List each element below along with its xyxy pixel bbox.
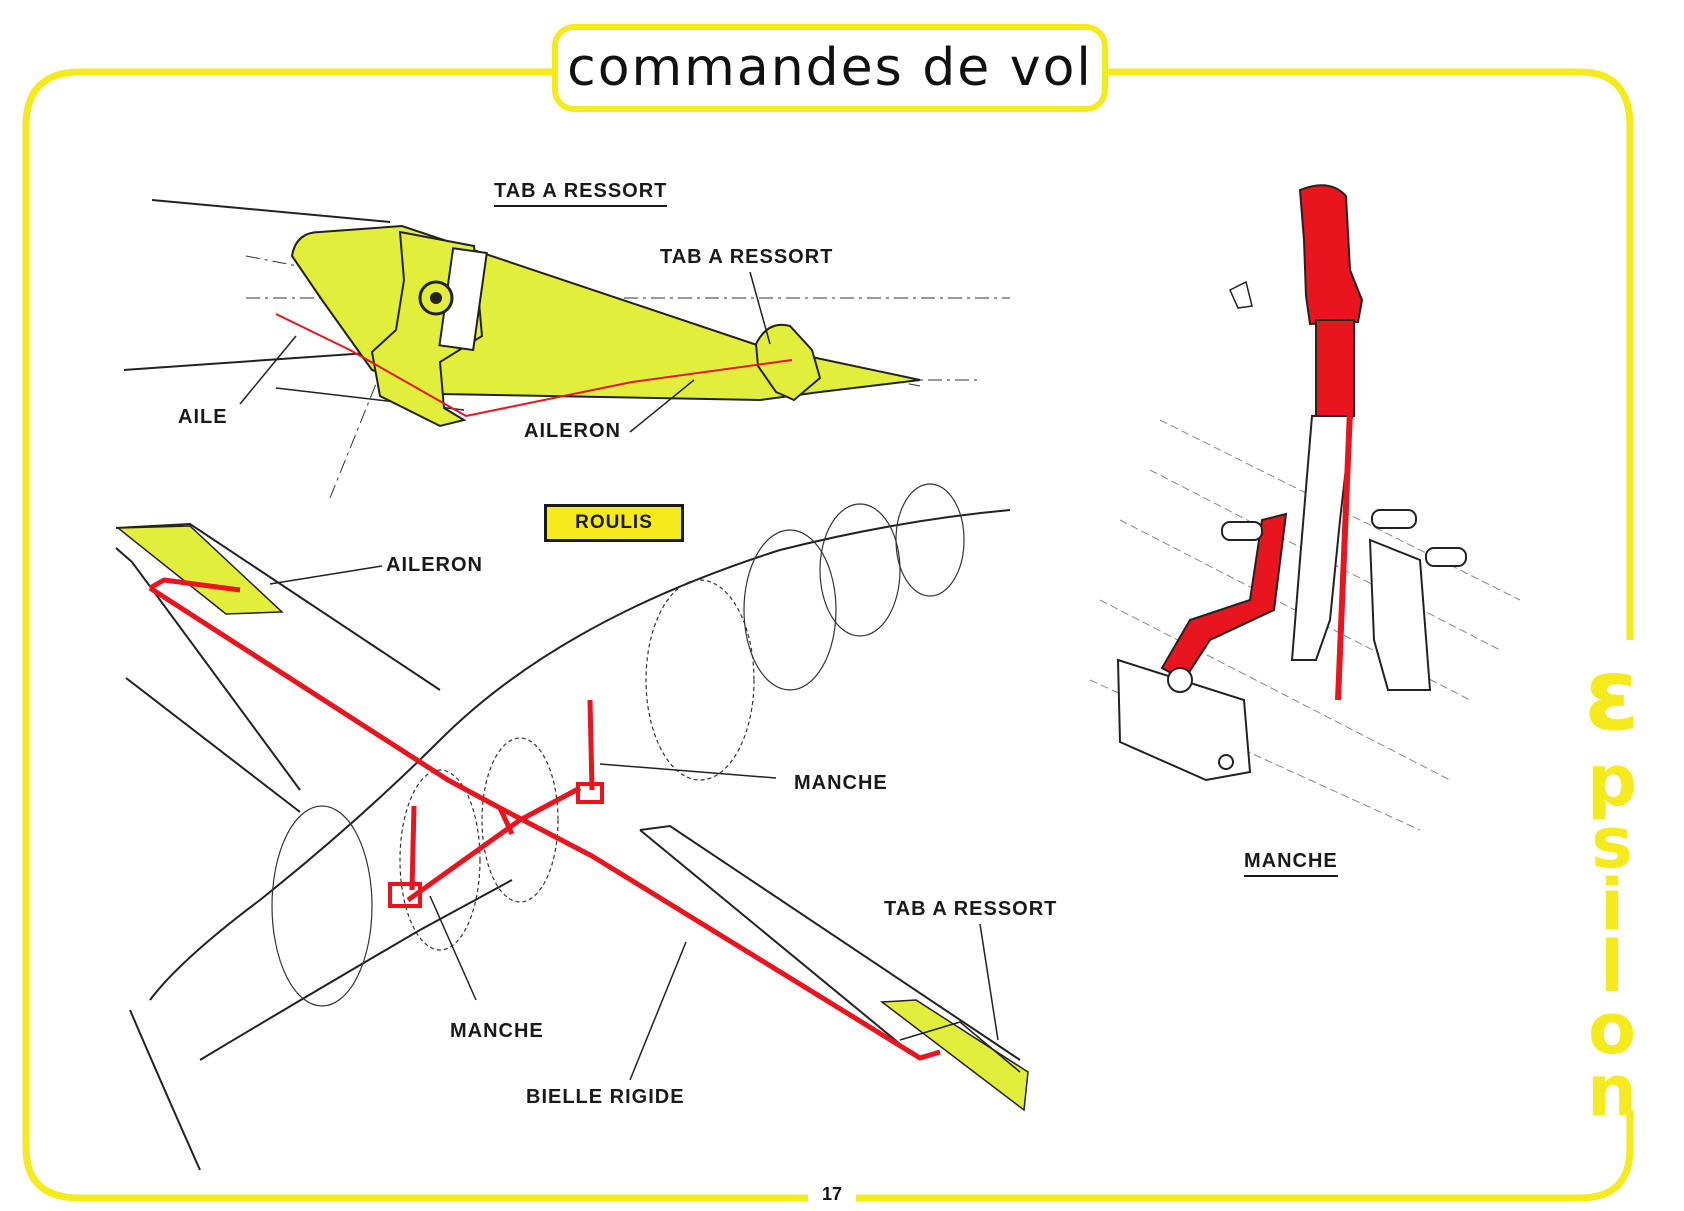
brand-vertical: ε p s i l o n [1572, 636, 1652, 1132]
roulis-badge-text: ROULIS [575, 512, 653, 533]
right-aileron [879, 999, 1029, 1112]
stick-diagram [1089, 184, 1521, 831]
left-aileron [115, 525, 284, 615]
page-number: 17 [812, 1184, 852, 1205]
label-manche-right: MANCHE [794, 772, 888, 794]
stick-grip [1298, 184, 1364, 326]
stick-caption: MANCHE [1244, 850, 1338, 877]
label-aileron-wing: AILERON [386, 554, 483, 576]
brand-letter: o [1587, 988, 1637, 1070]
label-tab-a-ressort-wing: TAB A RESSORT [884, 898, 1058, 920]
label-manche-bottom: MANCHE [450, 1020, 544, 1042]
roulis-badge: ROULIS [544, 504, 684, 542]
label-bielle-rigide: BIELLE RIGIDE [526, 1086, 685, 1108]
page-title: commandes de vol [567, 38, 1093, 98]
label-aile: AILE [178, 406, 228, 428]
roulis-diagram [115, 483, 1029, 1171]
tab-diagram-heading: TAB A RESSORT [494, 180, 668, 207]
tab-diagram [123, 199, 1010, 499]
page-frame [22, 68, 1634, 1202]
brand-letter: s [1591, 802, 1633, 884]
title-box: commandes de vol [552, 24, 1108, 112]
label-tab-a-ressort: TAB A RESSORT [660, 246, 834, 268]
brand-letter: n [1587, 1050, 1637, 1132]
brand-letter: p [1586, 740, 1638, 822]
label-aileron-top: AILERON [524, 420, 621, 442]
brand-letter: i [1600, 864, 1624, 946]
brand-letter: l [1600, 926, 1624, 1008]
brand-letter: ε [1584, 636, 1640, 753]
